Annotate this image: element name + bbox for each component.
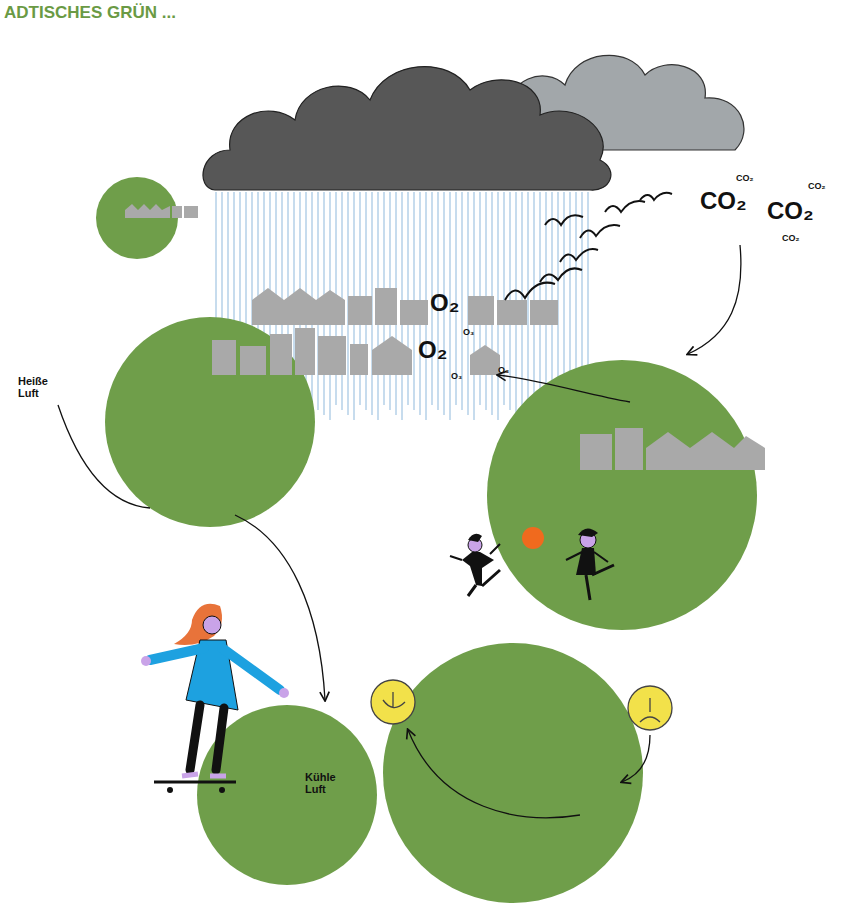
green-circles [96, 177, 757, 903]
buildings [125, 204, 765, 470]
air-label: Kühle Luft [305, 772, 349, 795]
smileys [371, 680, 672, 730]
birds [505, 193, 672, 300]
arrows [58, 245, 741, 818]
gas-formula: CO₂ [808, 182, 826, 191]
gas-formula: CO₂ [700, 188, 747, 213]
gas-formula: CO₂ [736, 174, 754, 183]
children [450, 527, 614, 600]
gas-formula: O₃ [451, 372, 462, 381]
gas-formula: O₃ [463, 328, 474, 337]
gas-formula: O₃ [498, 366, 509, 375]
rain-line [528, 192, 529, 405]
dark-cloud [203, 67, 611, 191]
gas-formula: O₂ [418, 337, 447, 362]
rain-line [552, 192, 553, 405]
gas-formula: CO₂ [767, 198, 814, 223]
page-title: ADTISCHES GRÜN ... [4, 4, 176, 22]
skater-girl [141, 604, 289, 793]
gas-formula: O₂ [430, 290, 459, 315]
air-label: Heiße Luft [18, 376, 62, 399]
gas-formula: CO₂ [782, 234, 800, 243]
